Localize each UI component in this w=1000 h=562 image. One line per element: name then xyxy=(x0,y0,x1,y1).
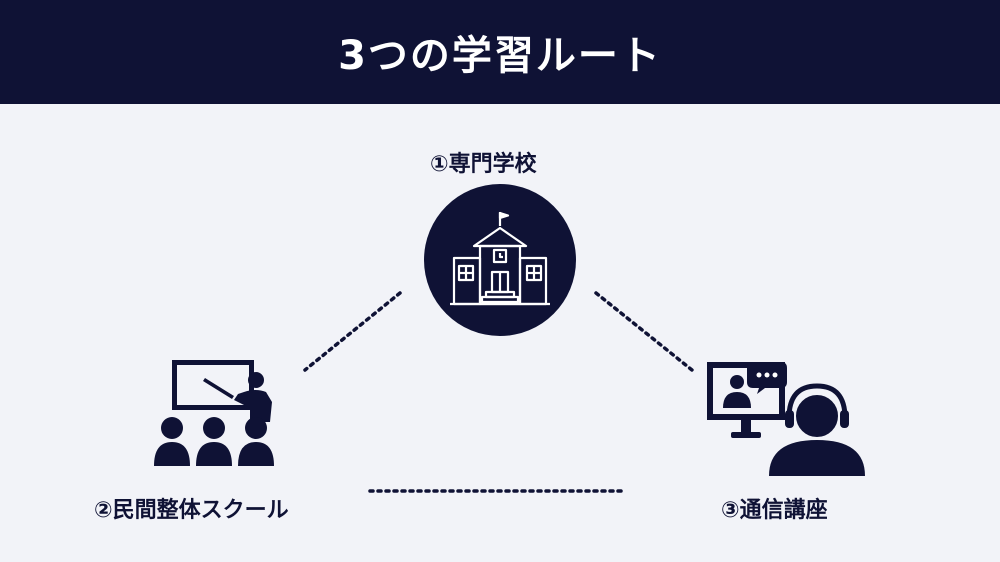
online-course-headset-icon xyxy=(707,362,865,476)
classroom-teacher-icon xyxy=(154,360,274,466)
page-title: 3つの学習ルート xyxy=(338,33,662,79)
title-banner: 3つの学習ルート xyxy=(0,0,1000,104)
route-label-online-course: ③通信講座 xyxy=(721,498,828,523)
connector-school-to-scool xyxy=(303,291,402,372)
connector-school-to-online xyxy=(594,291,694,372)
route-label-school: ①専門学校 xyxy=(430,152,537,177)
school-building-icon xyxy=(424,184,576,336)
route-label-private-school: ②民間整体スクール xyxy=(94,498,289,523)
